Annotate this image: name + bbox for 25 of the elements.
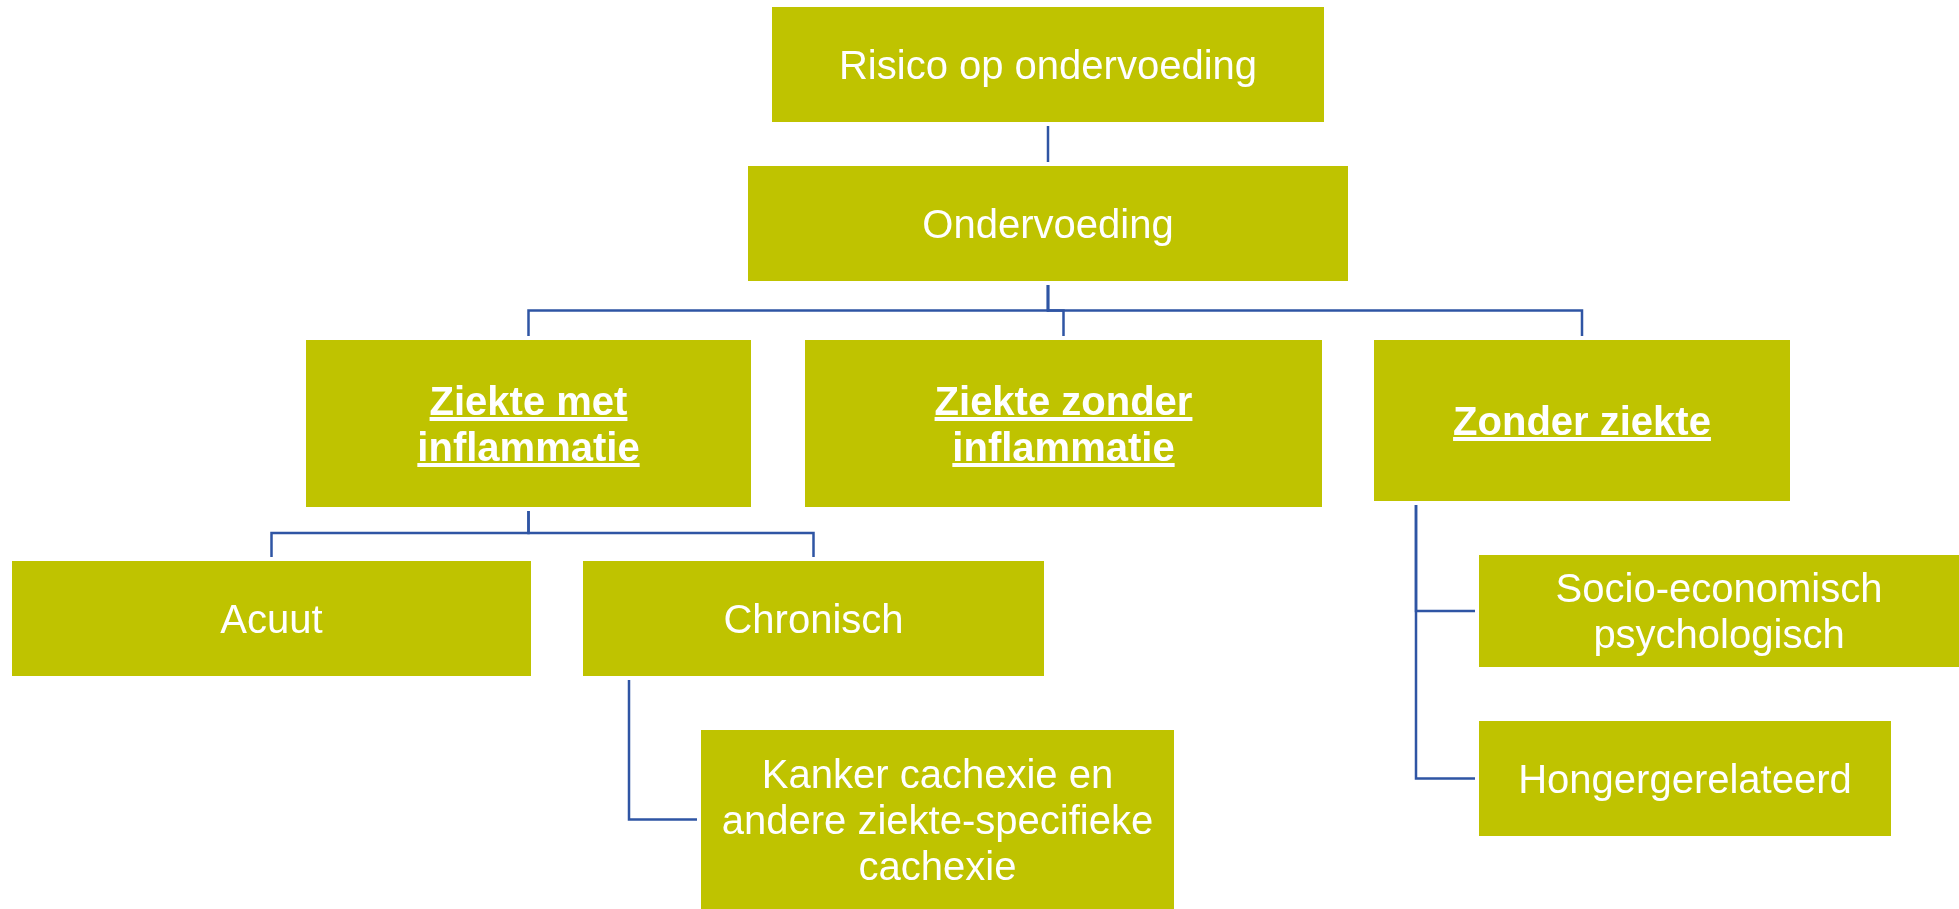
connector-line	[1046, 285, 1584, 336]
category-box	[12, 561, 531, 676]
node-label: Chronisch	[723, 595, 904, 642]
category-box	[1374, 340, 1790, 501]
category-box	[306, 340, 751, 507]
node-label: Ondervoeding	[922, 200, 1174, 247]
category-box	[772, 7, 1324, 122]
category-box	[1479, 555, 1959, 667]
connector-line	[1414, 505, 1475, 780]
connector-line	[1046, 126, 1050, 162]
category-box	[583, 561, 1044, 676]
node-label: Ziekte met inflammatie	[416, 377, 641, 470]
node-label: Socio-economisch psychologisch	[1554, 565, 1884, 657]
connector-line	[527, 511, 815, 557]
connector-line	[627, 680, 697, 821]
category-box	[701, 730, 1174, 909]
category-box	[805, 340, 1322, 507]
node-label: Zonder ziekte	[1453, 397, 1711, 444]
category-box	[1479, 721, 1891, 836]
node-label: Kanker cachexie en andere ziekte-specifieke cachexie	[720, 750, 1155, 889]
category-box	[748, 166, 1348, 281]
node-label: Acuut	[220, 595, 323, 642]
node-label: Hongergerelateerd	[1518, 755, 1852, 802]
node-label: Risico op ondervoeding	[838, 41, 1257, 88]
node-label: Ziekte zonder inflammatie	[933, 377, 1194, 470]
